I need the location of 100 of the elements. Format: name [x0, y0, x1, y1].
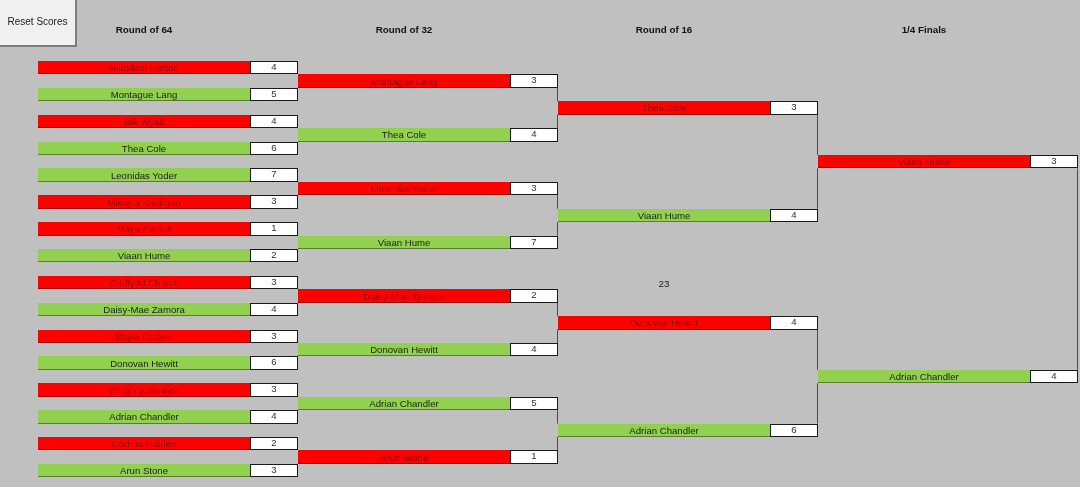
player-bar: [38, 222, 298, 236]
player-name: Jak Wyatt: [123, 115, 165, 127]
player-name: Thea Cole: [381, 129, 427, 141]
player-name: Maya Patrick: [116, 223, 172, 235]
player-name: Viaan Hume: [637, 209, 691, 221]
score-box: 3: [250, 463, 298, 478]
player-name: Thea Cole: [121, 142, 167, 154]
score-box: 3: [250, 275, 298, 290]
score-box: 4: [250, 61, 298, 75]
score-box: 3: [770, 101, 818, 115]
player-name: Adrian Chandler: [889, 371, 959, 383]
player-name: Gillian Villalobos: [108, 384, 180, 396]
bracket-line: [817, 382, 818, 425]
score-box: 7: [250, 168, 298, 182]
score-box: 5: [510, 396, 558, 411]
player-name: Adrian Chandler: [629, 424, 699, 436]
score-box: 3: [510, 181, 558, 196]
score-box: 7: [510, 235, 558, 249]
player-bar: [38, 195, 298, 209]
player-name: Leonidas Yoder: [370, 183, 438, 195]
round-heading: 1/4 Finals: [901, 23, 947, 35]
player-bar: [298, 235, 558, 249]
player-bar: [298, 289, 558, 303]
score-box: 2: [510, 289, 558, 303]
player-name: Donovan Hewitt: [370, 344, 438, 356]
player-name: Adrian Chandler: [369, 397, 439, 409]
bracket-line: [557, 302, 558, 317]
player-name: Thea Cole: [641, 102, 687, 114]
round-heading: Round of 32: [375, 23, 433, 35]
player-name: Daisy-Mae Zamora: [103, 303, 185, 315]
score-box: 3: [250, 195, 298, 209]
player-bar: [38, 329, 298, 343]
player-bar: [38, 249, 298, 263]
player-name: Leonidas Yoder: [110, 169, 178, 181]
round-heading: Round of 16: [635, 23, 693, 35]
player-name: Donovan Hewitt: [630, 317, 698, 329]
player-name: Viaan Hume: [377, 236, 431, 248]
bracket-line: [1077, 167, 1078, 371]
bracket-line: [557, 221, 558, 237]
score-box: 4: [250, 410, 298, 424]
player-name: Montague Lang: [110, 89, 178, 101]
player-bar: [38, 168, 298, 182]
player-name: Mikayla Kaufman: [107, 196, 181, 208]
player-name: Montague Lang: [370, 75, 438, 87]
player-bar: [38, 383, 298, 397]
player-bar: [298, 450, 558, 464]
player-bar: [558, 101, 818, 115]
bracket-line: [557, 409, 558, 425]
bracket-line: [817, 167, 818, 210]
player-name: Adrian Chandler: [109, 411, 179, 423]
score-box: 3: [510, 74, 558, 88]
player-bar: [38, 437, 298, 451]
player-bar: [38, 302, 298, 317]
player-bar: [558, 423, 818, 438]
player-bar: [38, 410, 298, 424]
score-box: 4: [770, 208, 818, 223]
score-box: 6: [250, 356, 298, 370]
score-box: 5: [250, 87, 298, 102]
player-bar: [298, 181, 558, 196]
player-name: Gruffydd Church: [108, 277, 180, 289]
player-bar: [38, 61, 298, 75]
player-bar: [38, 356, 298, 370]
player-bar: [558, 208, 818, 223]
player-name: Arun Stone: [380, 451, 428, 463]
player-name: Nikodem Horton: [109, 62, 179, 74]
player-bar: [38, 141, 298, 155]
bracket-line: [557, 114, 558, 129]
score-box: 3: [250, 383, 298, 397]
player-bar: [298, 343, 558, 357]
score-box: 2: [250, 437, 298, 451]
bracket-line: [557, 329, 558, 344]
player-name: Shyla Cottrell: [115, 330, 173, 342]
score-box: 4: [1030, 369, 1078, 384]
score-box: 4: [250, 114, 298, 129]
player-bar: [558, 316, 818, 330]
score-box: 1: [510, 450, 558, 464]
player-name: Donovan Hewitt: [110, 357, 178, 369]
round-heading: Round of 64: [115, 23, 173, 35]
player-name: Viaan Hume: [117, 250, 171, 262]
player-name: Daisy-Mae Zamora: [363, 290, 445, 302]
player-name: Viaan Hume: [897, 156, 951, 168]
player-bar: [38, 114, 298, 129]
player-bar: [298, 396, 558, 411]
player-name: Arun Stone: [120, 465, 168, 477]
player-bar: [298, 128, 558, 142]
score-box: 4: [250, 302, 298, 317]
note-number: 23: [658, 277, 670, 289]
player-bar: [818, 155, 1078, 169]
bracket-line: [817, 114, 818, 156]
score-box: 6: [770, 423, 818, 438]
score-box: 4: [510, 128, 558, 142]
score-box: 1: [250, 222, 298, 236]
player-bar: [298, 74, 558, 88]
bracket-line: [557, 87, 558, 102]
score-box: 6: [250, 141, 298, 155]
bracket-line: [817, 329, 818, 371]
bracket-line: [557, 194, 558, 210]
score-box: 3: [250, 329, 298, 343]
reset-button: Reset Scores: [0, 0, 77, 47]
bracket-line: [557, 436, 558, 451]
